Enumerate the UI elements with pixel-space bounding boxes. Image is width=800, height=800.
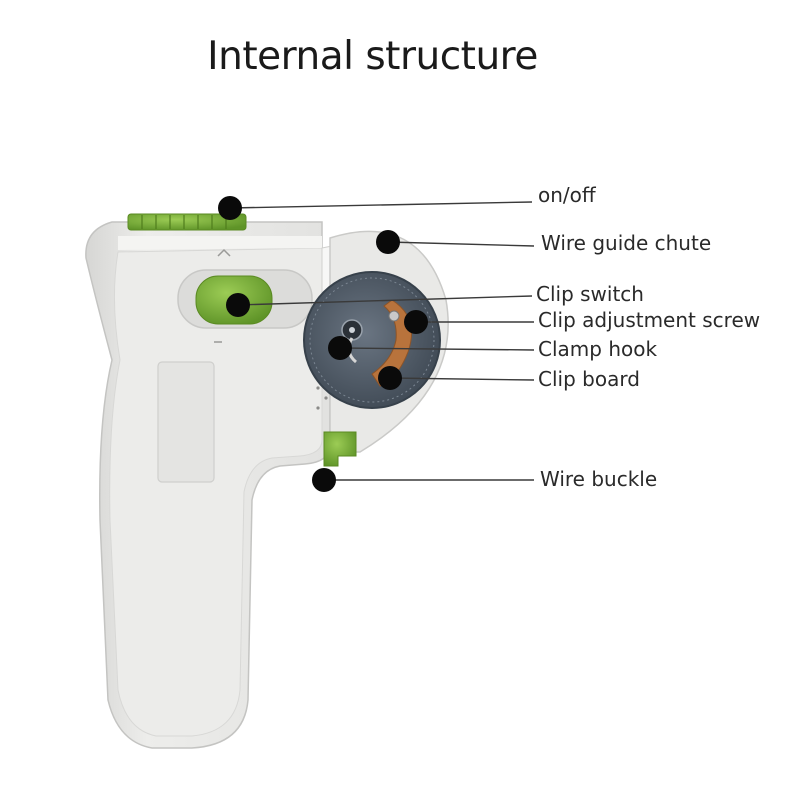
marker-clip-switch bbox=[226, 293, 250, 317]
adjust-screw-head bbox=[388, 310, 400, 322]
callout-markers bbox=[218, 196, 428, 492]
slider-mark-top bbox=[217, 248, 231, 257]
spool-disc bbox=[303, 271, 441, 409]
spool-disc-rim bbox=[309, 277, 435, 403]
marker-clip-adjustment-screw bbox=[404, 310, 428, 334]
leader-clamp-hook bbox=[339, 347, 535, 351]
callout-leaders bbox=[229, 201, 535, 481]
label-wire-guide-chute: Wire guide chute bbox=[541, 231, 712, 255]
leader-wire-guide-chute bbox=[387, 241, 535, 247]
label-clip-switch: Clip switch bbox=[536, 282, 644, 306]
marker-clamp-hook bbox=[328, 336, 352, 360]
leader-on-off bbox=[229, 201, 533, 209]
label-clamp-hook: Clamp hook bbox=[538, 337, 658, 361]
label-clip-adjustment-screw: Clip adjustment screw bbox=[538, 308, 761, 332]
label-wire-buckle: Wire buckle bbox=[540, 467, 658, 491]
on-off-ridges bbox=[141, 215, 227, 229]
top-edge bbox=[118, 236, 322, 250]
grip-recess bbox=[157, 361, 215, 483]
diagram-title: Internal structure bbox=[207, 34, 538, 79]
hub-pin bbox=[349, 327, 355, 333]
marker-clip-board bbox=[378, 366, 402, 390]
on-off-button bbox=[127, 213, 247, 231]
label-on-off: on/off bbox=[538, 183, 596, 207]
marker-on-off bbox=[218, 196, 242, 220]
marker-wire-guide-chute bbox=[376, 230, 400, 254]
marker-wire-buckle bbox=[312, 468, 336, 492]
label-clip-board: Clip board bbox=[538, 367, 640, 391]
leader-clip-board bbox=[389, 377, 535, 381]
leader-clip-switch bbox=[237, 295, 533, 306]
wire-buckle bbox=[323, 431, 357, 467]
